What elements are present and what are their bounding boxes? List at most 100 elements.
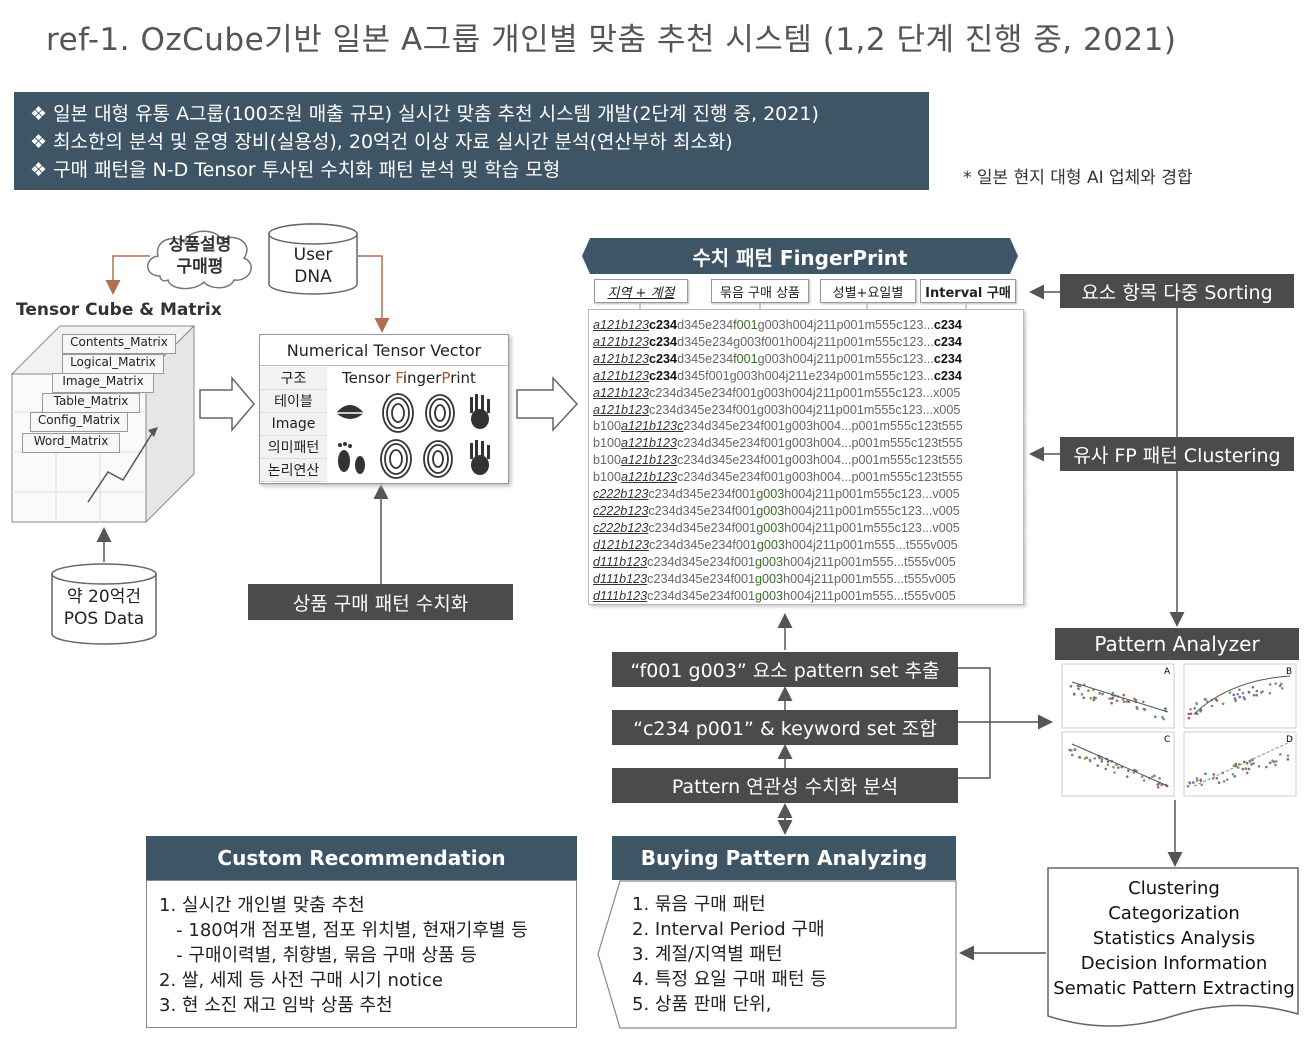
scatter-dot [1080,693,1084,696]
scatter-dot [1100,760,1104,763]
plot-letter-c: C [1164,735,1170,745]
doc-item-semantic: Sematic Pattern Extracting [1053,978,1295,999]
fingerprint-icon [423,440,453,478]
scatter-dot [1151,775,1154,778]
scatter-dot [1195,779,1199,783]
scatter-dot [1286,758,1290,761]
numerical-tensor-vector-box: Numerical Tensor Vector 구조 테이블 Image 의미패… [259,334,509,484]
code-segment: c222b123 [593,503,649,518]
scatter-dot [1113,771,1116,774]
code-segment: c234d345e234f001 [649,537,757,552]
buying-item-2: 2. Interval Period 구매 [632,919,825,940]
scatter-dot [1200,783,1204,787]
code-segment: a121b123 [621,453,678,468]
buying-item-4: 4. 특정 요일 구매 패턴 등 [632,969,827,990]
scatter-dot [1261,690,1264,693]
scatter-dot [1187,712,1191,716]
code-segment: a121b123 [593,385,650,400]
custom-item-1a: - 180여개 점포별, 점포 위치별, 현재기후별 등 [159,920,528,941]
step-combine-keyword: “c234 p001” & keyword set 조합 [612,710,958,745]
analysis-document-shape [1047,867,1299,1027]
pattern-analyzer-title: Pattern Analyzer [1055,628,1299,660]
scatter-dot [1089,696,1093,700]
code-segment: a121b123 [593,402,650,417]
scatter-dot [1098,756,1101,760]
tensor-cube-title: Tensor Cube & Matrix [16,300,222,320]
code-segment: c234d345e234f001 [647,571,756,586]
matrix-contents: Contents_Matrix [62,334,176,354]
doc-item-categorization: Categorization [1108,903,1240,924]
user-dna-label: User DNA [293,245,333,287]
scatter-dot [1192,781,1195,784]
scatter-dot [1274,763,1277,767]
fingerprint-code-line: a121b123c234d345e234f001g003h004j211p001… [593,385,1023,402]
code-segment: c222b123 [593,487,649,502]
col-gender-weekday: 성별+요일별 [820,279,916,303]
scatter-dot [1082,696,1086,700]
block-arrow-1 [199,376,255,432]
scatter-dot [1140,775,1144,778]
scatter-dot [1073,748,1077,752]
scatter-dot [1100,758,1104,761]
code-segment: c234 [649,334,678,349]
code-segment: h004j211p001m555...t555v005 [783,571,956,586]
code-segment: h004j211p001m555...t555v005 [783,554,956,569]
scatter-dot [1238,688,1241,692]
scatter-dot [1234,699,1237,703]
block-arrow-2 [516,376,579,432]
summary-bullets: ❖ 일본 대형 유통 A그룹(100조원 매출 규모) 실시간 맞춤 추천 시스… [14,92,929,190]
code-segment: c234d345e234f001g003h004...p001m555c123t… [677,453,963,468]
code-segment: g003 [755,588,784,603]
scatter-dot [1162,717,1165,721]
buying-pattern-list: 1. 묶음 구매 패턴 2. Interval Period 구매 3. 계절/… [632,892,827,1017]
scatter-dot [1274,682,1277,685]
scatter-dot [1156,785,1160,789]
scatter-dot [1268,691,1272,695]
custom-item-1b: - 구매이력별, 취향별, 묶음 구매 상품 등 [159,945,477,966]
fingerprint-banner: 수치 패턴 FingerPrint [692,245,908,270]
matrix-table: Table_Matrix [42,393,140,413]
scatter-dot [1092,698,1096,702]
code-segment: b100 [593,470,622,485]
scatter-dot [1241,767,1245,771]
pattern-analyzer-plots: A B C D [1061,663,1297,797]
scatter-dot [1265,765,1268,769]
fingerprint-code-line: b100a121b123c234d345e234f001g003h004...p… [593,452,1023,469]
code-segment: c234 [933,334,962,349]
buying-pattern-box-shape [597,880,957,1029]
scatter-dot [1072,693,1076,696]
scatter-dot [1199,709,1202,713]
scatter-dot [1268,683,1272,686]
fingerprint-banner-shape [582,238,1018,274]
plot-letter-b: B [1286,667,1292,677]
code-segment: h004j211p001m555c123...v005 [784,503,960,518]
ntv-row-table: 테이블 [260,390,327,413]
fingerprint-icon [382,393,414,433]
scatter-dot [1233,775,1237,778]
fingerprint-code-line: b100a121b123c234d345e234f001g003h004...p… [593,469,1023,486]
code-segment: c234d345e234f001g003h004j211p001m555c123… [649,385,961,400]
code-segment: c234 [933,318,962,332]
scatter-dot [1278,684,1282,688]
fingerprint-code-line: c222b123c234d345e234f001g003h004j211p001… [593,503,1023,520]
col-interval: Interval 구매 [920,279,1016,303]
code-segment: b100 [593,419,622,434]
cloud-to-tensor-arrow [105,255,150,295]
scatter-dot [1232,764,1236,768]
plot-letter-a: A [1164,667,1171,677]
scatter-dot [1274,760,1278,763]
code-segment: b100 [593,436,622,451]
bullet-3: ❖ 구매 패턴을 N-D Tensor 투사된 수치화 패턴 분석 및 학습 모… [30,159,561,181]
scatter-dot [1247,691,1251,694]
code-segment: a121b123 [593,351,650,366]
handprint-icon [470,394,490,429]
scatter-dot [1195,777,1199,780]
scatter-dot [1255,693,1258,697]
col-bundle-product: 묶음 구매 상품 [711,279,809,303]
scatter-dot [1111,691,1115,695]
fingerprint-code-line: d111b123c234d345e234f001g003h004j211p001… [593,554,1023,571]
plot-letter-d: D [1286,735,1293,745]
dna-to-ntv-arrow [358,255,390,333]
scatter-dot [1225,778,1229,781]
code-segment: d345e234 [677,318,734,332]
